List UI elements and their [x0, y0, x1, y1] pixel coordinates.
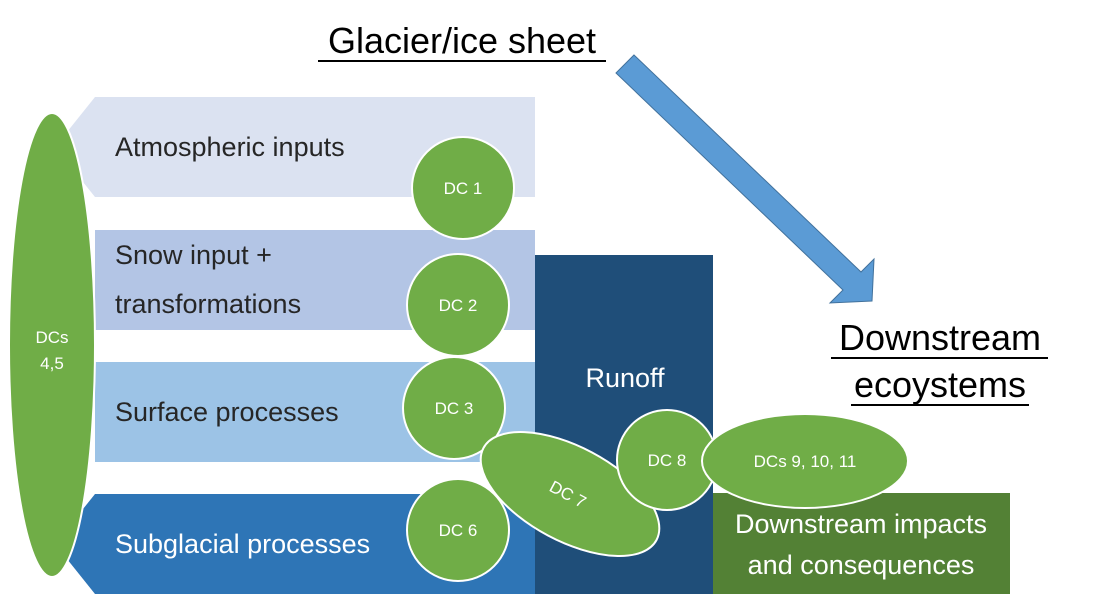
circle-dc8: DC 8 — [616, 409, 718, 511]
downstream-impacts-label-line2: and consequences — [748, 550, 975, 580]
circle-dc2-label: DC 2 — [439, 296, 478, 315]
downstream-ecosystems-title-line2: ecoystems — [854, 364, 1026, 405]
circle-dc1-label: DC 1 — [444, 179, 483, 198]
circle-dc3-shape — [402, 356, 506, 460]
circle-dc6: DC 6 — [406, 478, 510, 582]
oval-dcs-9-10-11-label: DCs 9, 10, 11 — [754, 452, 857, 471]
oval-dc7: DC 7 — [479, 431, 661, 557]
flow-arrow — [615, 54, 875, 304]
circle-dc3-label: DC 3 — [435, 399, 474, 418]
oval-dcs-9-10-11-shape — [701, 413, 909, 509]
band-snow-label-line1: Snow input + — [115, 240, 272, 270]
runoff-label: Runoff — [585, 363, 665, 393]
circle-dc2-shape — [406, 253, 510, 357]
band-snow-label-line2: transformations — [115, 289, 301, 319]
oval-dcs-9-10-11: DCs 9, 10, 11 — [701, 413, 909, 509]
circle-dc1-shape — [411, 136, 515, 240]
oval-dcs-4-5-shape — [8, 112, 96, 578]
oval-dc7-shape — [479, 431, 661, 557]
circle-dc3: DC 3 — [402, 356, 506, 460]
band-atmospheric-label: Atmospheric inputs — [115, 132, 345, 162]
band-subglacial-label: Subglacial processes — [115, 529, 370, 559]
oval-dcs-4-5: DCs 4,5 — [8, 112, 96, 578]
oval-dcs-4-5-label-line1: DCs — [35, 328, 68, 347]
flow-arrow-shape — [615, 54, 875, 304]
circle-dc2: DC 2 — [406, 253, 510, 357]
circle-dc1: DC 1 — [411, 136, 515, 240]
band-surface-label: Surface processes — [115, 397, 339, 427]
downstream-ecosystems-title-line1: Downstream — [839, 317, 1041, 358]
downstream-impacts-label-line1: Downstream impacts — [735, 509, 987, 539]
circle-dc6-shape — [406, 478, 510, 582]
downstream-impacts-box — [713, 493, 1010, 594]
oval-dcs-4-5-label-line2: 4,5 — [40, 354, 64, 373]
circle-dc8-label: DC 8 — [648, 451, 687, 470]
glacier-ice-sheet-title: Glacier/ice sheet — [328, 20, 596, 61]
circle-dc6-label: DC 6 — [439, 521, 478, 540]
